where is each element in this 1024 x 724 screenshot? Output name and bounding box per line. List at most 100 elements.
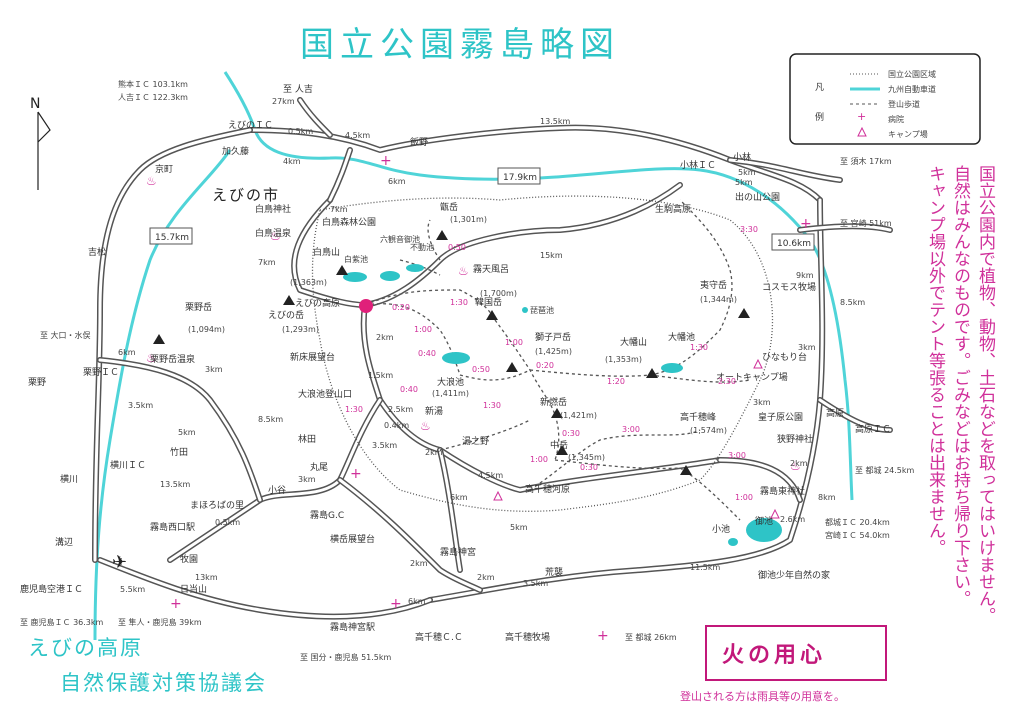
svg-text:加久藤: 加久藤 xyxy=(222,145,249,157)
svg-text:1.5km: 1.5km xyxy=(368,371,393,380)
svg-text:荒襲: 荒襲 xyxy=(545,566,563,578)
svg-text:小林ＩＣ: 小林ＩＣ xyxy=(680,159,716,171)
svg-text:13.5km: 13.5km xyxy=(160,480,190,489)
legend-item-hospital: 病院 xyxy=(888,114,904,124)
svg-text:1:00: 1:00 xyxy=(414,325,432,334)
pond-byakushi xyxy=(343,272,367,282)
svg-text:(1,421m): (1,421m) xyxy=(560,411,597,420)
svg-text:ひなもり台: ひなもり台 xyxy=(762,351,807,363)
svg-text:日当山: 日当山 xyxy=(180,583,207,595)
svg-text:霧天風呂: 霧天風呂 xyxy=(473,264,509,275)
hospital-icons: + + + + + + xyxy=(170,153,812,644)
mountain-icon xyxy=(551,408,563,418)
svg-text:(1,425m): (1,425m) xyxy=(535,347,572,356)
svg-text:3.5km: 3.5km xyxy=(372,441,397,450)
mountain-icon xyxy=(283,295,295,305)
svg-text:韓国岳: 韓国岳 xyxy=(475,296,502,308)
svg-text:3km: 3km xyxy=(753,398,771,407)
svg-text:5km: 5km xyxy=(738,168,756,177)
road-network xyxy=(92,97,893,620)
svg-text:15.7km: 15.7km xyxy=(155,233,189,243)
svg-text:高原ＩＣ: 高原ＩＣ xyxy=(855,423,891,435)
org-line-2: 自然保護対策協議会 xyxy=(60,671,267,695)
to-kagoshima-ic: 至 鹿児島ＩＣ 36.3km xyxy=(20,617,104,627)
svg-text:2km: 2km xyxy=(425,448,443,457)
svg-text:0:40: 0:40 xyxy=(418,349,436,358)
svg-text:霧島神宮駅: 霧島神宮駅 xyxy=(330,621,375,633)
svg-text:えびの高原: えびの高原 xyxy=(295,297,340,309)
pond-rokukannon xyxy=(380,271,400,281)
svg-text:6km: 6km xyxy=(450,493,468,502)
svg-text:出の山公園: 出の山公園 xyxy=(735,191,780,203)
svg-text:白鳥森林公園: 白鳥森林公園 xyxy=(322,216,376,228)
svg-text:林田: 林田 xyxy=(298,433,316,445)
svg-text:大幡池: 大幡池 xyxy=(668,331,695,343)
svg-text:3:00: 3:00 xyxy=(622,425,640,434)
label-ebino-shi: えびの市 xyxy=(212,186,280,204)
svg-text:新湯: 新湯 xyxy=(425,405,443,417)
svg-text:(1,344m): (1,344m) xyxy=(700,295,737,304)
svg-text:小谷: 小谷 xyxy=(268,485,286,496)
fire-caution-box xyxy=(705,625,887,681)
camp-icons xyxy=(493,358,780,519)
camp-icon xyxy=(493,490,503,501)
map-title: 国立公園霧島略図 xyxy=(300,25,620,65)
svg-text:至 大口・水俣: 至 大口・水俣 xyxy=(40,330,91,340)
svg-text:至 宮崎 51km: 至 宮崎 51km xyxy=(840,218,892,228)
svg-text:17.9km: 17.9km xyxy=(503,173,537,183)
hospital-icon: + xyxy=(857,110,866,123)
svg-text:7km: 7km xyxy=(330,205,348,214)
svg-text:3.5km: 3.5km xyxy=(523,579,548,588)
svg-text:高千穂Ｃ.Ｃ: 高千穂Ｃ.Ｃ xyxy=(415,631,463,643)
ebino-kogen-marker[interactable] xyxy=(359,299,373,313)
expressway xyxy=(223,71,854,501)
ic-miyazaki: 宮崎ＩＣ 54.0km xyxy=(825,530,890,540)
legend-rei: 例 xyxy=(815,111,824,123)
svg-text:6km: 6km xyxy=(408,597,426,606)
svg-text:1:30: 1:30 xyxy=(345,405,363,414)
expressway-distance-boxes: 17.9km 15.7km 10.6km xyxy=(149,167,815,251)
svg-text:0:30: 0:30 xyxy=(562,429,580,438)
svg-text:横岳展望台: 横岳展望台 xyxy=(330,533,375,545)
ic-miyakonojo: 都城ＩＣ 20.4km xyxy=(825,518,890,527)
svg-text:0.4km: 0.4km xyxy=(384,421,409,430)
svg-text:栗野ＩＣ: 栗野ＩＣ xyxy=(83,367,119,378)
svg-text:至 国分・鹿児島 51.5km: 至 国分・鹿児島 51.5km xyxy=(300,652,392,662)
mountain-icon xyxy=(436,230,448,240)
svg-text:9km: 9km xyxy=(796,271,814,280)
mountain-icon xyxy=(153,334,165,344)
svg-text:2km: 2km xyxy=(477,573,495,582)
svg-text:丸尾: 丸尾 xyxy=(310,461,328,473)
svg-text:2km: 2km xyxy=(790,459,808,468)
svg-text:霧島西口駅: 霧島西口駅 xyxy=(150,521,195,533)
svg-text:白鳥温泉: 白鳥温泉 xyxy=(255,227,291,239)
svg-text:5km: 5km xyxy=(510,523,528,532)
svg-text:高千穂河原: 高千穂河原 xyxy=(525,483,570,495)
svg-text:0:50: 0:50 xyxy=(472,365,490,374)
svg-text:新燃岳: 新燃岳 xyxy=(540,396,567,408)
svg-text:新床展望台: 新床展望台 xyxy=(290,351,335,363)
notice: 国立公園内で植物、動物、土石などを取ってはいけません。 自然はみんなのものです。… xyxy=(925,165,996,624)
svg-text:獅子戸岳: 獅子戸岳 xyxy=(535,331,571,343)
svg-text:3:30: 3:30 xyxy=(740,225,758,234)
svg-text:(1,353m): (1,353m) xyxy=(605,355,642,364)
mountain-icon xyxy=(680,465,692,475)
notice-line-1: 国立公園内で植物、動物、土石などを取ってはいけません。 xyxy=(975,165,996,624)
onsen-icon: ♨ xyxy=(790,459,801,473)
svg-text:5.5km: 5.5km xyxy=(120,585,145,594)
svg-text:1:30: 1:30 xyxy=(483,401,501,410)
pond-fudo xyxy=(406,264,424,272)
svg-text:2.5km: 2.5km xyxy=(388,405,413,414)
svg-text:中岳: 中岳 xyxy=(550,439,568,451)
svg-text:8km: 8km xyxy=(818,493,836,502)
svg-text:11.5km: 11.5km xyxy=(690,563,720,572)
onsen-icon: ♨ xyxy=(420,419,431,433)
svg-text:吉松: 吉松 xyxy=(88,246,106,258)
svg-text:栗野岳: 栗野岳 xyxy=(185,301,212,313)
svg-text:霧島G.C: 霧島G.C xyxy=(310,509,344,521)
svg-text:横川: 横川 xyxy=(60,473,78,485)
svg-text:栗野岳温泉: 栗野岳温泉 xyxy=(150,353,195,365)
svg-text:至 人吉: 至 人吉 xyxy=(283,84,313,95)
svg-text:1:00: 1:00 xyxy=(505,338,523,347)
svg-text:白鳥神社: 白鳥神社 xyxy=(255,203,291,215)
